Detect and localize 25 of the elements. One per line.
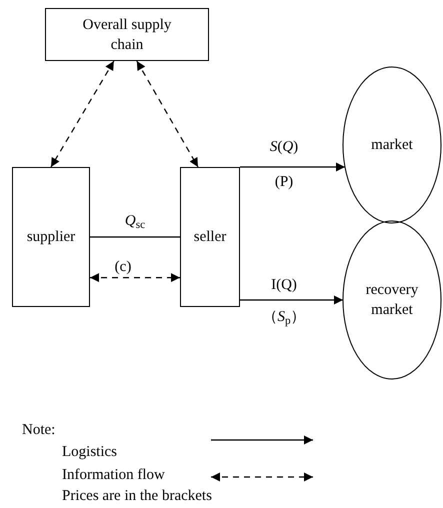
edge-label: Q$_{sc}$ [124,212,146,230]
arrow [50,60,114,168]
legend-label: Information flow [62,466,165,484]
ellipse-node [342,66,442,224]
process-box [45,8,209,61]
node-label: Overall supply chain [82,16,172,54]
note-text: (P) [274,173,294,191]
edge-label: I(Q) [271,276,297,294]
arrow [240,296,343,304]
node-label: supplier [26,228,76,247]
arrow [240,162,345,172]
ellipse-node [342,220,442,380]
note-text: （S$_{p}$） [262,308,306,326]
node-label: recovery market [364,281,420,320]
legend-label: Logistics [62,443,117,461]
arrow [136,60,199,168]
edge-label: S(Q) [270,138,298,156]
process-box [12,167,90,307]
node-label: market [371,136,413,155]
node-label: seller [194,228,226,247]
edge-label: (c) [114,258,132,276]
note-text: Prices are in the brackets [62,487,212,505]
arrow [90,273,180,282]
note-text: Note: [22,421,56,439]
process-box [180,167,240,307]
